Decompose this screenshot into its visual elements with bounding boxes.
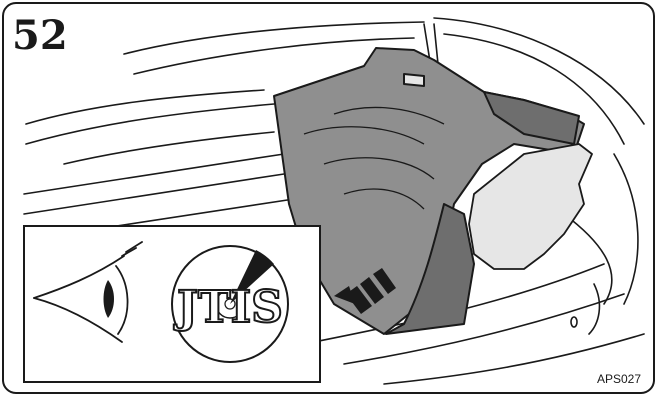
- inset-logo-text: JTIS: [173, 282, 283, 333]
- figure-code: APS027: [597, 372, 641, 386]
- step-number: 52: [12, 16, 68, 56]
- trunk-illustration: JTIS: [4, 4, 655, 394]
- illustration-frame: 52: [2, 2, 655, 394]
- trunk-cover-panel: [469, 144, 592, 269]
- disc-icon: JTIS: [172, 246, 288, 362]
- inset-panel: JTIS: [24, 226, 320, 382]
